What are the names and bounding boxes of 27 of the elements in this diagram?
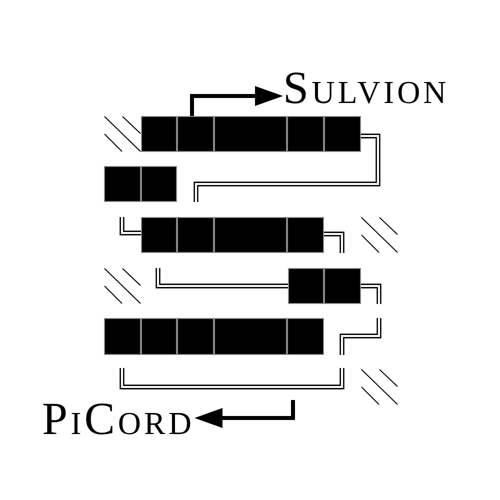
solid-block (214, 217, 287, 253)
solid-block (287, 217, 324, 253)
connector-line (156, 267, 289, 288)
solid-block (214, 116, 287, 152)
solid-block (141, 318, 177, 355)
solid-block (104, 318, 141, 355)
solid-block (287, 116, 324, 152)
name-label: PiCord (42, 396, 194, 442)
solid-block (288, 268, 324, 304)
arrow (194, 400, 295, 428)
connector-line (360, 284, 382, 305)
solid-block (324, 116, 361, 152)
solid-block (177, 116, 214, 152)
solid-block (104, 166, 141, 202)
solid-block (141, 116, 177, 152)
solid-block (214, 318, 287, 355)
solid-block (324, 268, 361, 304)
solid-block (177, 217, 214, 253)
name-label: Sulvion (283, 65, 450, 111)
solid-block (287, 318, 324, 355)
solid-block (177, 318, 214, 355)
arrow (190, 86, 283, 116)
connector-line (323, 232, 344, 254)
connector-line (194, 134, 380, 203)
solid-block (141, 166, 177, 202)
solid-block (141, 217, 177, 253)
connector-line (120, 216, 142, 236)
